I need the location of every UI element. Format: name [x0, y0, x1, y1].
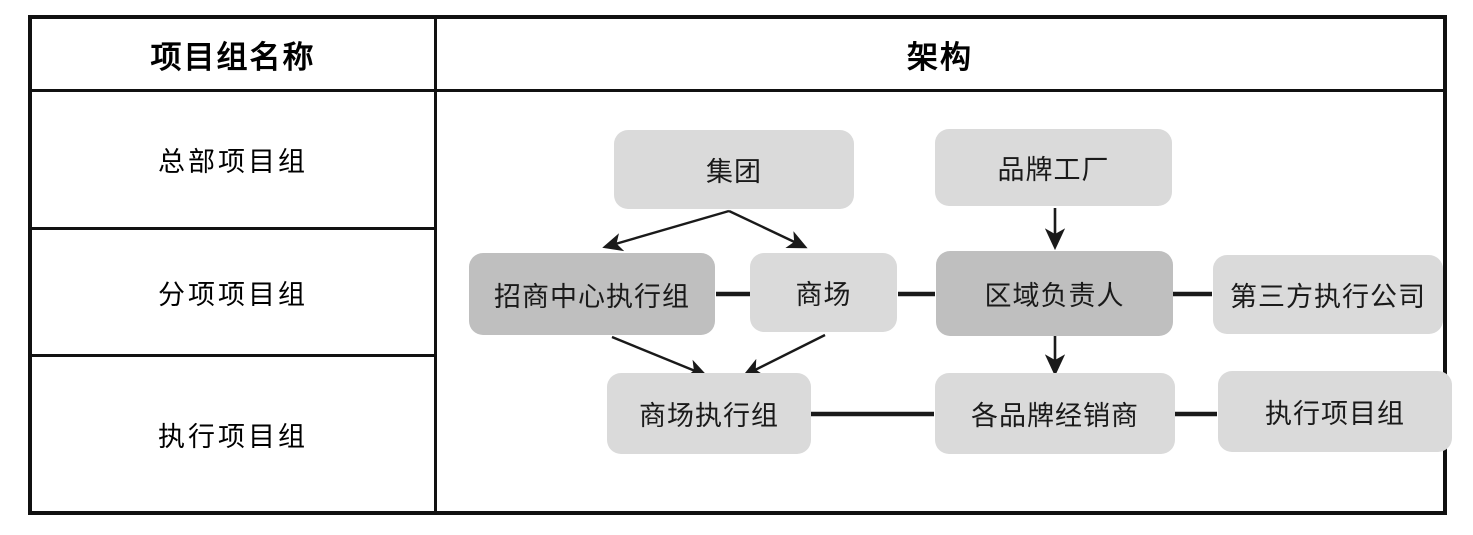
- left-row-divider-2: [32, 354, 434, 357]
- node-brand-dealer[interactable]: 各品牌经销商: [935, 373, 1175, 454]
- diagram-connectors: [602, 208, 1217, 417]
- node-brand-factory[interactable]: 品牌工厂: [935, 129, 1172, 206]
- arrow-group-to-mall: [728, 209, 808, 249]
- org-structure-table: 项目组名称 架构 总部项目组 分项项目组 执行项目组: [28, 15, 1452, 515]
- row-label-headquarters-team: 总部项目组: [158, 147, 308, 177]
- node-region-lead[interactable]: 区域负责人: [936, 251, 1173, 336]
- node-third-party[interactable]: 第三方执行公司: [1213, 255, 1443, 334]
- node-invest-center[interactable]: 招商中心执行组: [469, 253, 715, 335]
- left-row-divider-1: [32, 227, 434, 230]
- node-mall-exec[interactable]: 商场执行组: [607, 373, 811, 454]
- node-group[interactable]: 集团: [614, 130, 854, 209]
- column-divider: [434, 19, 437, 511]
- node-mall[interactable]: 商场: [750, 253, 897, 332]
- header-row-divider: [32, 89, 1443, 92]
- arrow-invest-center-to-mall-exec: [611, 335, 708, 378]
- row-label-execution-team: 执行项目组: [158, 421, 308, 452]
- row-label-subproject-team: 分项项目组: [158, 279, 308, 310]
- arrow-mall-to-mall-exec: [742, 333, 826, 377]
- header-cell-structure: 架构: [907, 39, 973, 75]
- header-cell-team-name: 项目组名称: [150, 39, 316, 75]
- arrow-group-to-invest-center: [602, 209, 730, 252]
- node-exec-team[interactable]: 执行项目组: [1218, 371, 1452, 452]
- structure-diagram: 集团 品牌工厂 招商中心执行组 商场 区域负责人 第三方执行公司 商场执行组 各…: [437, 92, 1452, 511]
